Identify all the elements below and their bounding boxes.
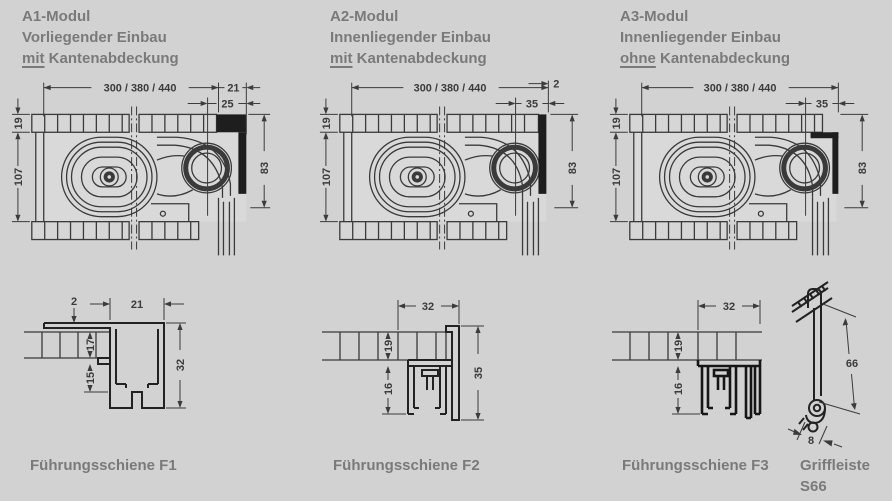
module-a3-variant: ohne Kantenabdeckung xyxy=(620,48,790,69)
a3-dim-height: 107 xyxy=(611,168,623,186)
a3-dim-width: 300 / 380 / 440 xyxy=(704,83,777,95)
a3-dim-board: 19 xyxy=(611,117,623,129)
module-a1-drawing: 300 / 380 / 440 21 25 19 107 83 xyxy=(11,83,271,256)
f3-dim-width: 32 xyxy=(723,301,735,313)
a2-dim-side: 83 xyxy=(567,162,579,174)
f3-dimensions: 32 19 16 xyxy=(672,300,761,415)
grip-s66-label-line2: S66 xyxy=(800,478,827,495)
a3-corner-angle xyxy=(810,132,839,139)
rail-f1-label: Führungsschiene F1 xyxy=(30,457,177,474)
module-a3-drawing: 300 / 380 / 440 35 19 107 83 xyxy=(609,83,869,256)
a1-dim-side: 83 xyxy=(259,162,271,174)
rail-f3-drawing: 32 19 16 xyxy=(612,300,762,420)
a2-dim-height: 107 xyxy=(321,168,333,186)
a1-dim-edge: 21 xyxy=(227,83,239,95)
a1-dim-width: 300 / 380 / 440 xyxy=(104,83,177,95)
rail-f3-label: Führungsschiene F3 xyxy=(622,457,769,474)
grip-s66-drawing: 66 8 xyxy=(787,281,861,448)
module-a3-variant-rest: Kantenabdeckung xyxy=(655,50,791,67)
a2-dim-edge: 2 xyxy=(553,79,559,91)
f1-board xyxy=(24,331,110,359)
f1-dim-drop: 15 xyxy=(85,372,97,384)
a1-dim-board: 19 xyxy=(13,117,25,129)
module-a1-variant-rest: Kantenabdeckung xyxy=(44,50,179,67)
a3-dim-side: 83 xyxy=(857,162,869,174)
f1-dim-total: 32 xyxy=(175,359,187,371)
s66-profile xyxy=(791,281,833,433)
a1-edge-cover xyxy=(216,114,247,133)
f2-dim-width: 32 xyxy=(422,301,434,313)
module-a2-subtitle: Innenliegender Einbau xyxy=(330,29,491,46)
rail-f2-drawing: 32 19 16 35 xyxy=(322,300,485,421)
module-a2-emphasis: mit xyxy=(330,50,353,67)
a2-edge-cover xyxy=(538,114,547,194)
s66-dim-width: 8 xyxy=(808,435,814,447)
module-a1-emphasis: mit xyxy=(22,50,45,67)
grip-s66-label: Griffleiste S66 xyxy=(800,455,870,497)
f1-dim-lip: 2 xyxy=(71,296,77,308)
a1-dim-height: 107 xyxy=(13,168,25,186)
a2-dim-inset: 35 xyxy=(526,98,538,110)
a2-dim-board: 19 xyxy=(321,117,333,129)
a1-dimensions: 300 / 380 / 440 21 25 19 107 83 xyxy=(11,83,271,223)
f1-dim-board: 17 xyxy=(85,339,97,351)
f3-profile xyxy=(696,360,762,420)
s66-dimensions: 66 8 xyxy=(787,303,861,448)
f2-dimensions: 32 19 16 35 xyxy=(382,300,485,421)
f2-profile xyxy=(407,325,460,421)
module-a1-subtitle: Vorliegender Einbau xyxy=(22,29,167,46)
f2-dim-total: 35 xyxy=(473,367,485,379)
f2-dim-board: 19 xyxy=(383,340,395,352)
a2-dim-width: 300 / 380 / 440 xyxy=(414,83,487,95)
module-a1-header: A1-Modul Vorliegender Einbau mit Kantena… xyxy=(22,6,179,69)
module-a2-drawing: 300 / 380 / 440 2 35 19 107 83 xyxy=(319,79,579,256)
s66-dim-length: 66 xyxy=(846,358,858,370)
module-a2-variant-rest: Kantenabdeckung xyxy=(352,50,487,67)
f1-dimensions: 2 21 17 15 32 xyxy=(71,296,187,409)
f1-dim-width: 21 xyxy=(131,299,143,311)
a1-mechanism xyxy=(31,113,236,256)
module-a1-title: A1-Modul xyxy=(22,8,91,25)
module-a2-variant: mit Kantenabdeckung xyxy=(330,48,491,69)
a2-dimensions: 300 / 380 / 440 2 35 19 107 83 xyxy=(319,79,579,223)
module-a3-subtitle: Innenliegender Einbau xyxy=(620,29,781,46)
a1-dim-inset: 25 xyxy=(221,98,233,110)
module-a1-variant: mit Kantenabdeckung xyxy=(22,48,179,69)
module-a3-emphasis: ohne xyxy=(620,50,656,67)
f2-dim-drop: 16 xyxy=(383,383,395,395)
f3-board xyxy=(612,331,762,361)
module-a2-header: A2-Modul Innenliegender Einbau mit Kante… xyxy=(330,6,491,69)
f3-dim-board: 19 xyxy=(673,340,685,352)
a3-dim-inset: 35 xyxy=(816,98,828,110)
module-a2-title: A2-Modul xyxy=(330,8,399,25)
rail-f1-drawing: 2 21 17 15 32 xyxy=(24,296,187,409)
grip-s66-label-line1: Griffleiste xyxy=(800,457,871,474)
module-a3-title: A3-Modul xyxy=(620,8,689,25)
module-a3-header: A3-Modul Innenliegender Einbau ohne Kant… xyxy=(620,6,790,69)
a3-dimensions: 300 / 380 / 440 35 19 107 83 xyxy=(609,83,869,223)
f1-profile xyxy=(43,322,165,409)
f2-board xyxy=(322,331,447,361)
a3-mechanism xyxy=(629,113,831,256)
f3-dim-drop: 16 xyxy=(673,383,685,395)
rail-f2-label: Führungsschiene F2 xyxy=(333,457,480,474)
